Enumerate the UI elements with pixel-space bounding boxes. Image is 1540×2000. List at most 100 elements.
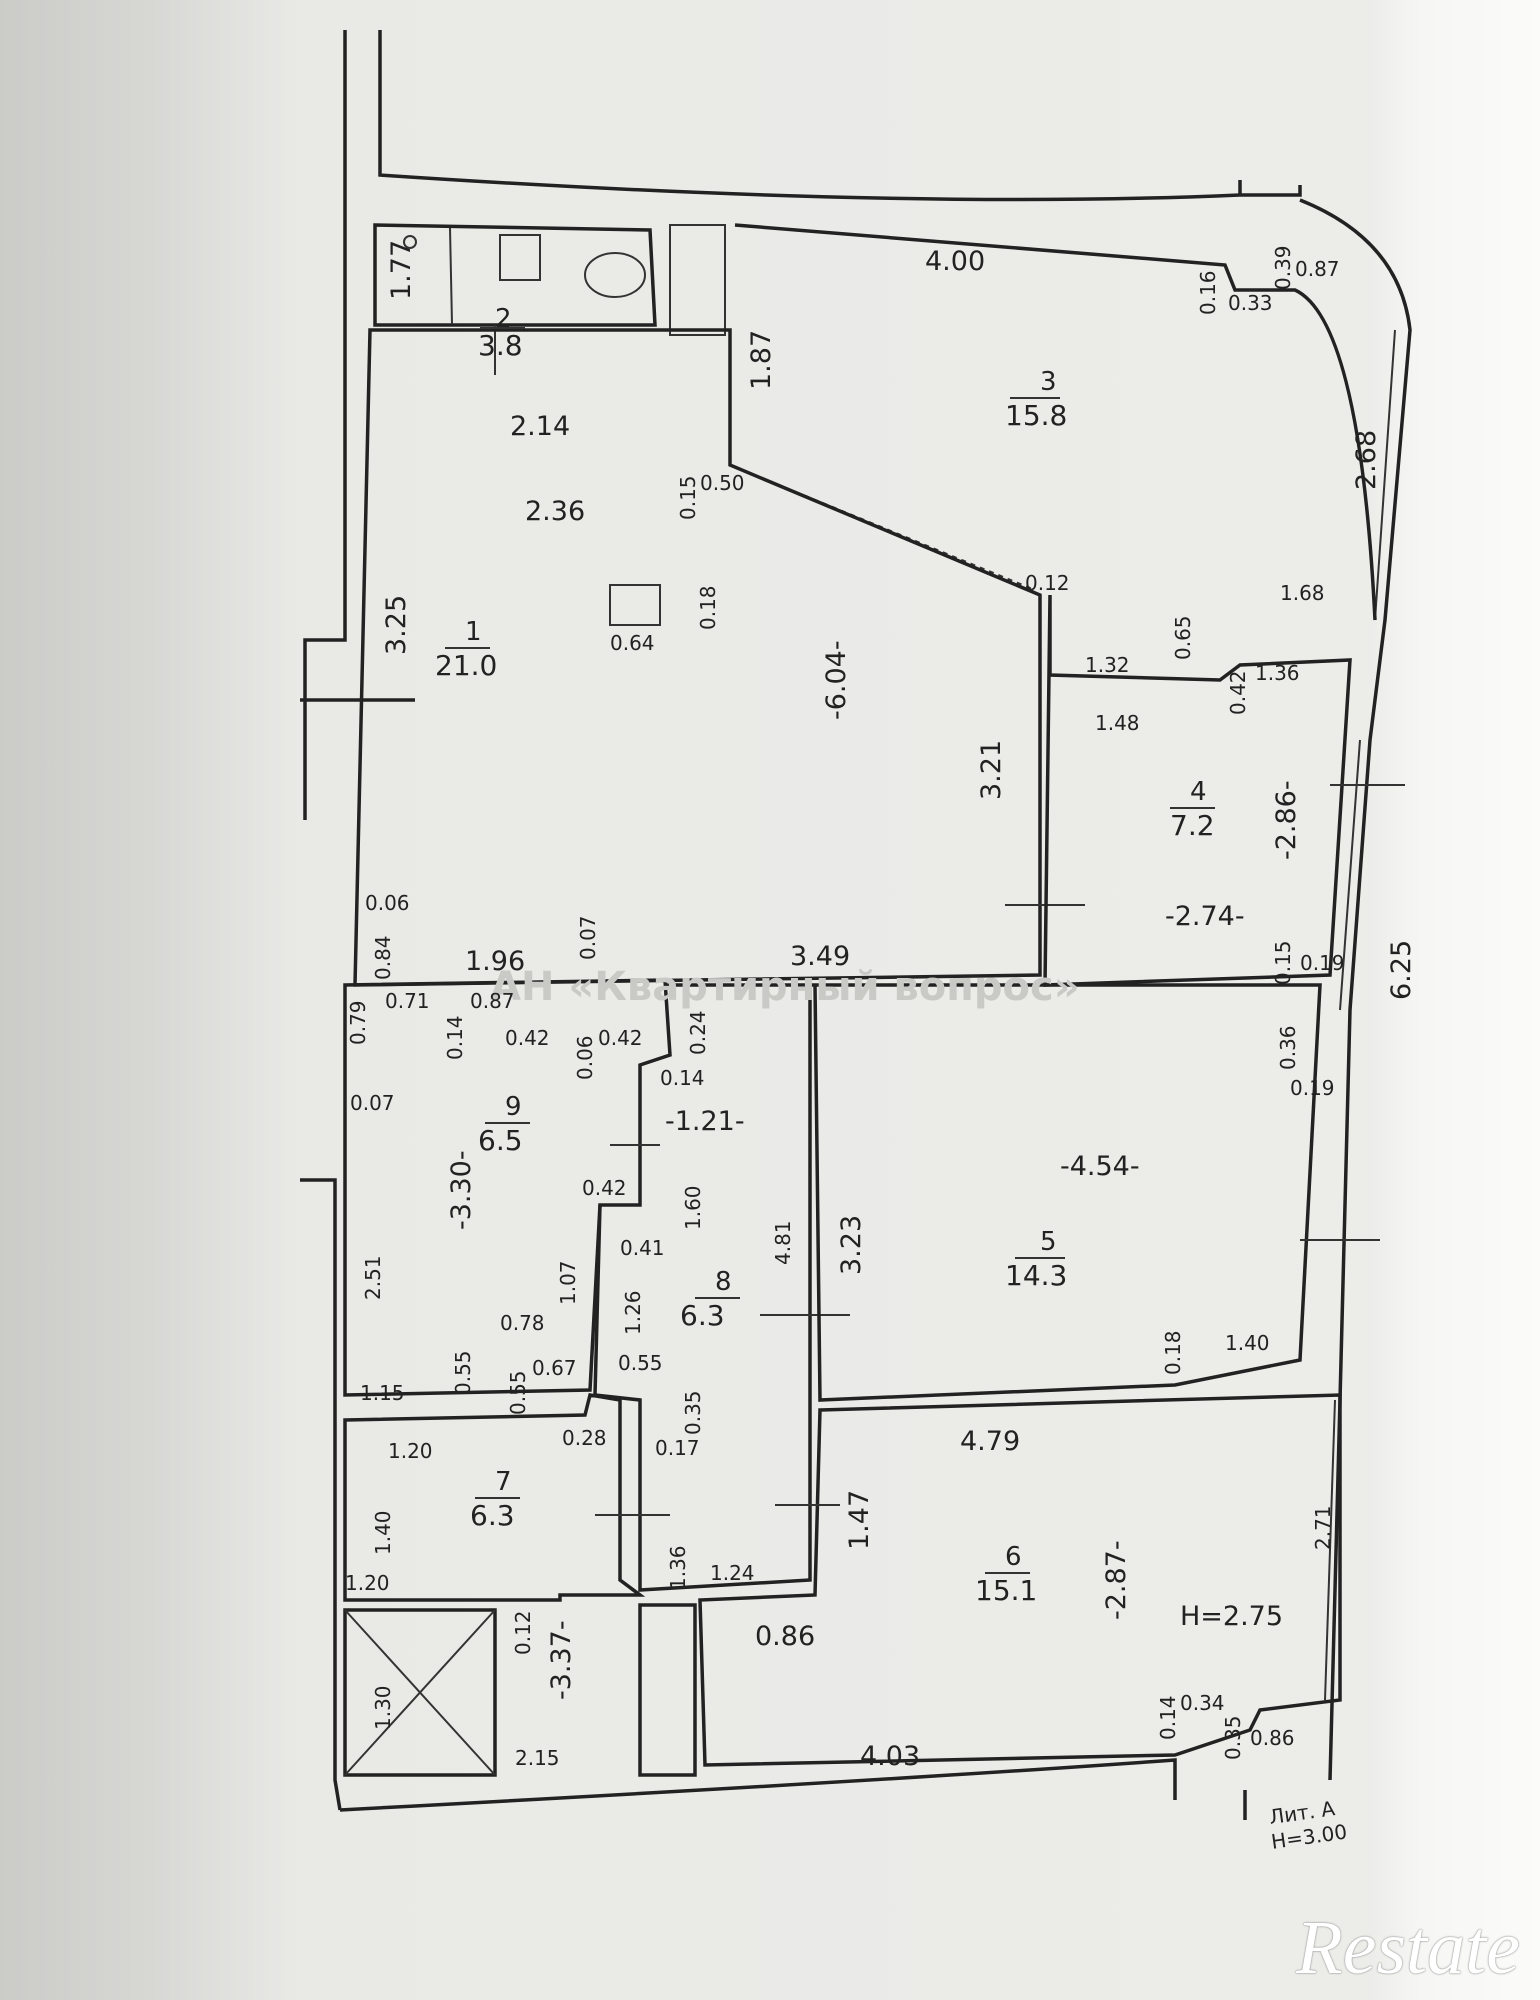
bathroom-walls xyxy=(373,223,657,327)
dim-label: 2.14 xyxy=(510,411,570,442)
watermark-text: АН «Квартирный вопрос» xyxy=(490,964,1080,1010)
dim-label: 0.50 xyxy=(700,471,745,495)
dim-label: 1.40 xyxy=(371,1510,395,1555)
dim-label: 0.17 xyxy=(655,1436,700,1460)
room-7-area: 6.3 xyxy=(470,1499,515,1532)
dim-label: 0.14 xyxy=(1156,1695,1180,1740)
dim-label: 0.34 xyxy=(1180,1691,1225,1715)
dim-label: 0.36 xyxy=(1276,1025,1300,1070)
shaft-box xyxy=(343,1608,497,1777)
dim-label: 3.21 xyxy=(976,740,1007,800)
dim-label: 3.23 xyxy=(836,1215,867,1275)
closet-box xyxy=(638,1603,697,1777)
dim-label: 0.35 xyxy=(681,1390,705,1435)
room-bathroom xyxy=(373,223,726,375)
dim-label: 0.41 xyxy=(620,1236,665,1260)
dim-label: 4.81 xyxy=(771,1220,795,1265)
dim-label: 0.18 xyxy=(696,585,720,630)
dim-label: 0.16 xyxy=(1196,270,1220,315)
dim-label: 0.15 xyxy=(1271,940,1295,985)
dim-label: 0.24 xyxy=(686,1010,710,1055)
dim-label: 0.06 xyxy=(365,891,410,915)
dim-label: 0.55 xyxy=(451,1350,475,1395)
dim-label: 1.20 xyxy=(388,1439,433,1463)
dim-label: -6.04- xyxy=(821,640,852,720)
room-3-walls xyxy=(734,223,1377,621)
dim-label: 1.77 xyxy=(386,240,417,300)
dim-label: 1.07 xyxy=(556,1260,580,1305)
dim-label: 0.18 xyxy=(1161,1330,1185,1375)
room-4-area: 7.2 xyxy=(1170,809,1215,842)
room-2-number: 2 xyxy=(495,304,512,334)
dim-label: 3.25 xyxy=(381,595,412,655)
room-labels: 1 21.0 2 3.8 3 15.8 4 7.2 5 14.3 6 15.1 … xyxy=(435,304,1215,1607)
dim-label: 0.71 xyxy=(385,989,430,1013)
room-1 xyxy=(300,328,1085,987)
left-wall-lower xyxy=(300,1178,342,1811)
dim-label: 0.64 xyxy=(610,631,655,655)
dim-label: 1.15 xyxy=(360,1381,405,1405)
dim-label: 3.49 xyxy=(790,941,850,972)
dim-label: 0.78 xyxy=(500,1311,545,1335)
dim-label: 0.15 xyxy=(676,475,700,520)
room-3-area: 15.8 xyxy=(1005,399,1067,432)
dim-label: 4.79 xyxy=(960,1426,1020,1457)
dim-label: 0.55 xyxy=(618,1351,663,1375)
dim-label: 2.51 xyxy=(361,1255,385,1300)
room-2-area: 3.8 xyxy=(478,329,523,362)
dimension-labels: 1.77 2.14 2.36 1.87 4.00 0.16 0.33 0.39 … xyxy=(345,240,1417,1772)
dim-label: 0.87 xyxy=(1295,257,1340,281)
dim-label: 1.68 xyxy=(1280,581,1325,605)
dim-label: 0.14 xyxy=(660,1066,705,1090)
closet-wall xyxy=(669,224,726,336)
dim-label: 0.42 xyxy=(582,1176,627,1200)
room-1-area: 21.0 xyxy=(435,649,497,682)
dim-label: 0.55 xyxy=(506,1370,530,1415)
toilet-icon xyxy=(584,252,646,298)
dim-label: 0.33 xyxy=(1228,291,1273,315)
room-height-label: H=2.75 xyxy=(1180,1601,1283,1632)
dim-label: 0.86 xyxy=(755,1621,815,1652)
dim-label: 1.36 xyxy=(1255,661,1300,685)
dim-label: 0.35 xyxy=(1221,1715,1245,1760)
dim-label: 0.12 xyxy=(1025,571,1070,595)
dim-label: -2.74- xyxy=(1165,901,1245,932)
shaft-cross xyxy=(344,1609,496,1776)
dim-label: 4.00 xyxy=(925,246,985,277)
dim-label: 0.07 xyxy=(576,915,600,960)
room-8-number: 8 xyxy=(715,1267,732,1297)
window-lines xyxy=(1324,329,1396,1701)
dim-label: 0.28 xyxy=(562,1426,607,1450)
dim-label: -3.30- xyxy=(446,1150,477,1230)
dim-label: 0.79 xyxy=(346,1000,370,1045)
dim-label: 0.42 xyxy=(1226,670,1250,715)
dim-label: -2.87- xyxy=(1101,1540,1132,1620)
dim-label: -1.21- xyxy=(665,1106,745,1137)
dim-label: 0.42 xyxy=(598,1026,643,1050)
left-wall-upper xyxy=(303,30,347,820)
room-3-number: 3 xyxy=(1040,367,1057,397)
dim-label: 2.36 xyxy=(525,496,585,527)
dim-label: 0.87 xyxy=(470,989,515,1013)
dim-label: 6.25 xyxy=(1386,940,1417,1000)
dim-label: -2.86- xyxy=(1271,780,1302,860)
dim-label: 2.15 xyxy=(515,1746,560,1770)
room-5-walls xyxy=(810,983,1322,1402)
dim-label: 0.14 xyxy=(443,1015,467,1060)
room-1-number: 1 xyxy=(465,617,482,647)
dim-label: 1.40 xyxy=(1225,1331,1270,1355)
dim-label: 1.32 xyxy=(1085,653,1130,677)
room-6-number: 6 xyxy=(1005,1542,1022,1572)
room-7-number: 7 xyxy=(495,1467,512,1497)
bath-divider xyxy=(449,227,453,325)
dim-label: 0.07 xyxy=(350,1091,395,1115)
bottom-wall xyxy=(339,1758,1247,1820)
dim-label: 1.24 xyxy=(710,1561,755,1585)
room-5-number: 5 xyxy=(1040,1227,1057,1257)
dim-label: 1.96 xyxy=(465,946,525,977)
shower-icon xyxy=(499,234,541,281)
dim-label: 1.36 xyxy=(666,1545,690,1590)
restate-logo: Restate xyxy=(1296,1906,1520,1990)
stove-icon xyxy=(609,584,661,626)
